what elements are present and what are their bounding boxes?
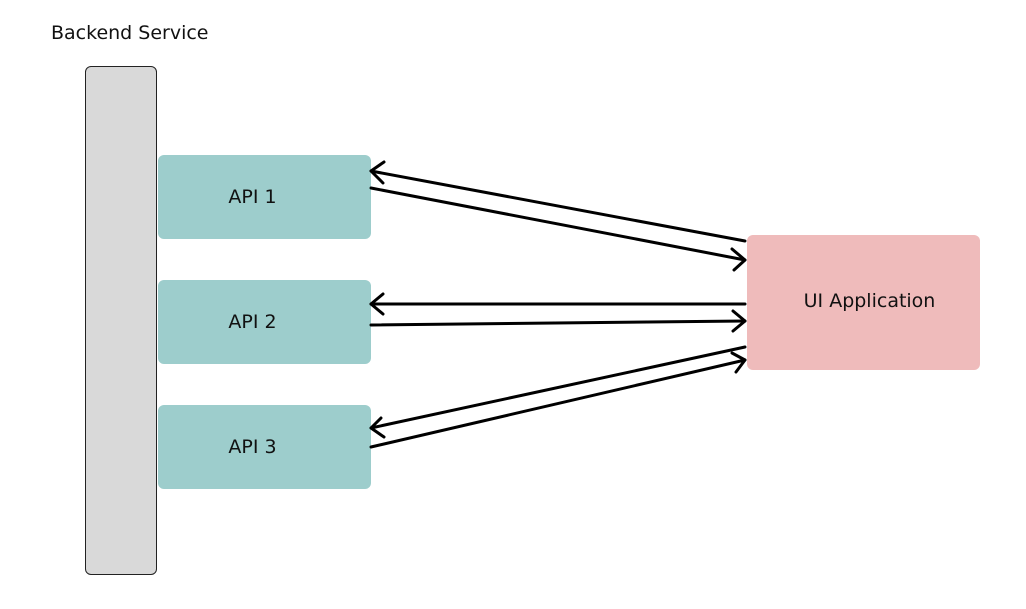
api-2-box: API 2 bbox=[158, 280, 371, 364]
arrow-api-1-to-ui bbox=[369, 186, 747, 262]
arrow-ui-to-api-1 bbox=[369, 169, 747, 243]
api-2-label: API 2 bbox=[228, 311, 277, 333]
diagram-title: Backend Service bbox=[51, 22, 209, 44]
ui-application-label: UI Application bbox=[803, 289, 936, 312]
arrowhead-ui-in-2 bbox=[731, 309, 747, 333]
api-3-label: API 3 bbox=[228, 436, 277, 458]
arrowhead-ui-in-3 bbox=[730, 351, 747, 374]
arrowhead-ui-in-1 bbox=[730, 247, 747, 272]
arrow-api-3-to-ui bbox=[369, 358, 747, 449]
api-3-box: API 3 bbox=[158, 405, 371, 489]
arrowhead-api-2-in bbox=[369, 292, 385, 316]
arrow-ui-to-api-3 bbox=[369, 345, 747, 430]
arrowhead-api-1-in bbox=[369, 160, 386, 185]
ui-application-box: UI Application bbox=[747, 235, 980, 370]
api-1-label: API 1 bbox=[228, 186, 277, 208]
arrow-api-2-to-ui bbox=[369, 319, 747, 327]
backend-service-bar bbox=[85, 66, 157, 575]
api-1-box: API 1 bbox=[158, 155, 371, 239]
arrowhead-api-3-in bbox=[369, 416, 386, 439]
